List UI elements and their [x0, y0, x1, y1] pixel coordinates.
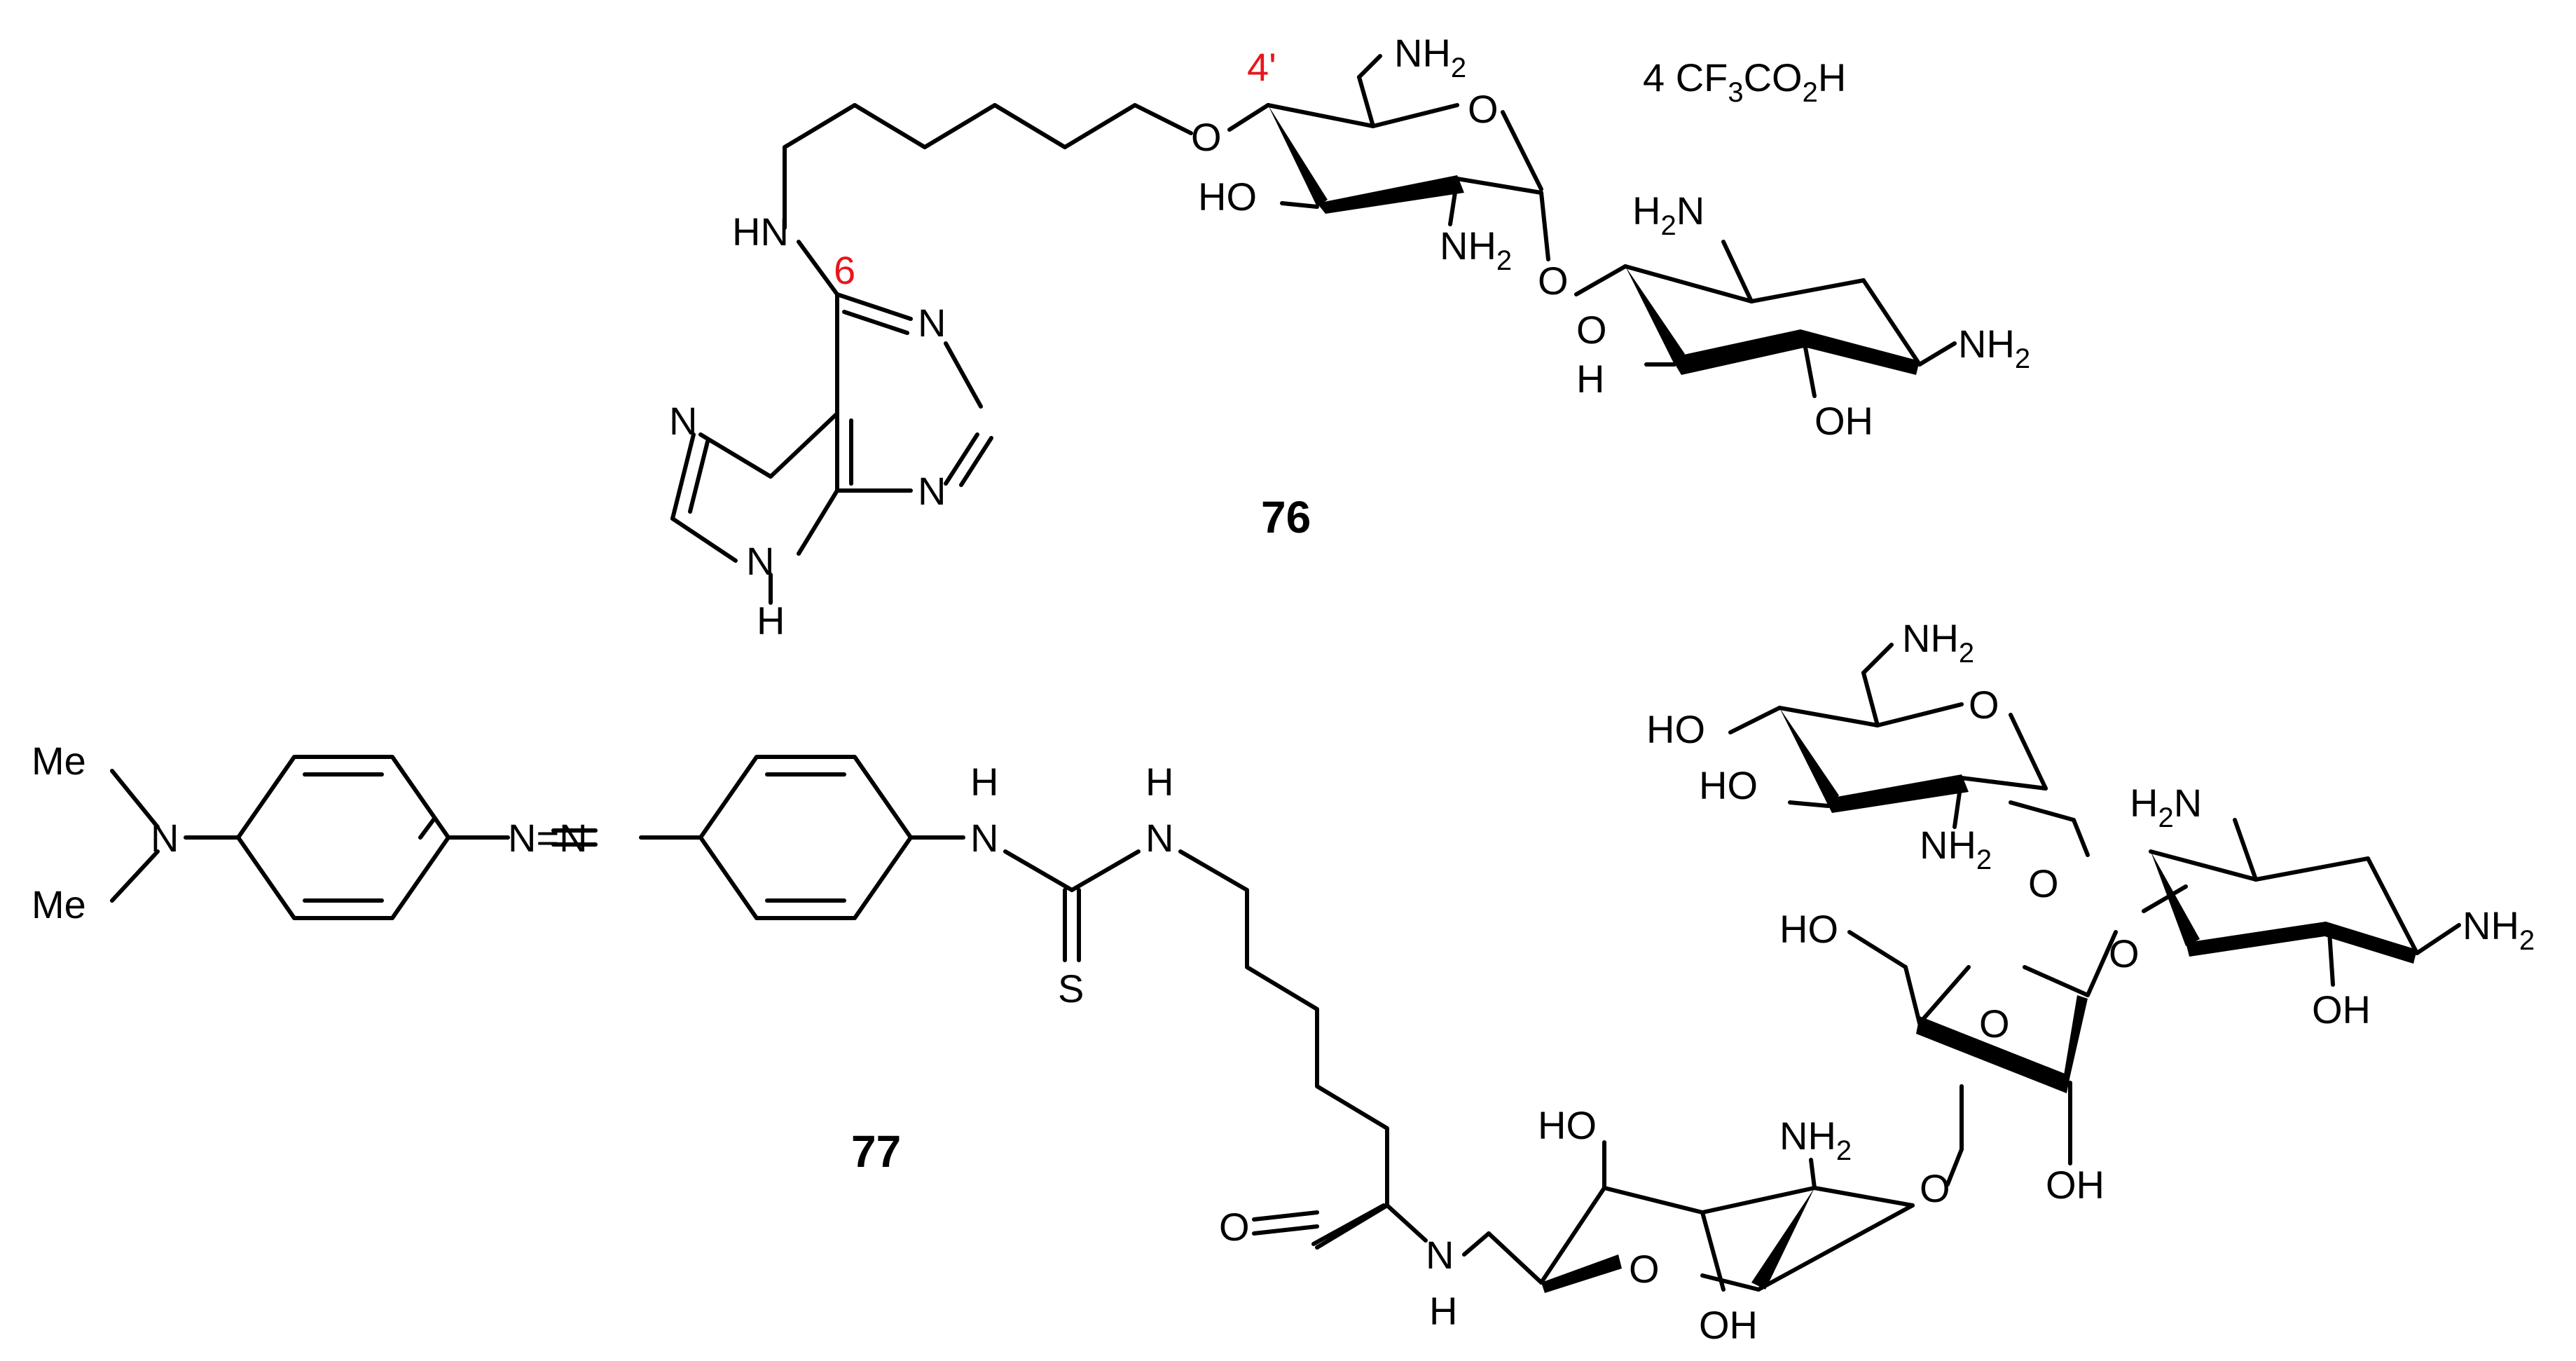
label-me-bottom: Me	[32, 882, 86, 926]
label-o-left: O	[1576, 308, 1607, 352]
label-o-glyco-top: O	[2028, 861, 2059, 905]
label-oh-bottom: OH	[1699, 1303, 1758, 1347]
label-ho-sugar: HO	[1198, 175, 1257, 219]
label-o-link-lower: O	[1920, 1166, 1950, 1210]
label-o-glyco: O	[1538, 259, 1569, 303]
label-me-top: Me	[32, 739, 86, 783]
label-o-lower: O	[1629, 1247, 1660, 1291]
compound-76-labels: NH2 4' O O HO NH2 O H2N NH2 O H OH HN 6 …	[669, 31, 2030, 643]
label-nh2-sugar-top: NH2	[1902, 616, 1974, 669]
label-nh-amide-n: N	[1426, 1233, 1454, 1277]
label-position-6: 6	[834, 248, 855, 292]
label-ho-ribose: HO	[1779, 907, 1838, 951]
label-oh-lower: HO	[1538, 1103, 1597, 1147]
label-o-link: O	[1191, 115, 1222, 159]
label-nh-right-n: N	[1145, 816, 1173, 860]
compound-77-labels: Me Me N N=N H N H N S 77 O N H NH2 HO HO…	[32, 616, 2535, 1347]
label-nh2-sugar: NH2	[1440, 224, 1512, 276]
label-s: S	[1058, 966, 1084, 1011]
label-h2n-ring: H2N	[1632, 189, 1704, 241]
label-ho-1: HO	[1646, 707, 1705, 751]
label-azo: N=N	[508, 816, 588, 860]
salt-label: 4 CF3CO2H	[1643, 55, 1846, 108]
label-nh2-ring: NH2	[2463, 903, 2535, 956]
label-n7: N	[669, 399, 697, 443]
label-nh2-2: NH2	[1920, 823, 1992, 875]
label-o-ring-top: O	[1969, 683, 1999, 727]
label-nh-left-n: N	[970, 816, 998, 860]
label-h-left: H	[1576, 357, 1604, 401]
compound-77	[110, 643, 2461, 1293]
label-nh2-ring: NH2	[1958, 322, 2030, 374]
label-ho-2: HO	[1699, 763, 1758, 807]
label-n9: N	[746, 539, 774, 583]
label-o-link-ribose: O	[2109, 931, 2140, 976]
label-nh-amide-h: H	[1429, 1289, 1457, 1333]
label-o-ring: O	[1468, 87, 1499, 131]
label-h2n-ring: H2N	[2130, 781, 2202, 833]
label-nh-left-h: H	[970, 760, 998, 804]
label-hn-link: HN	[732, 210, 789, 254]
label-o-ribose: O	[1979, 1001, 2010, 1046]
compound-76	[670, 54, 1957, 605]
label-n-dimethyl: N	[151, 816, 179, 860]
label-nh2-lower: NH2	[1779, 1114, 1852, 1166]
label-nh2-top: NH2	[1394, 31, 1466, 83]
label-oh-bottom: OH	[1814, 399, 1873, 443]
compound-number-76: 76	[1261, 492, 1311, 542]
label-o-carbonyl: O	[1219, 1205, 1250, 1249]
label-n3: N	[918, 469, 946, 513]
label-nh-right-h: H	[1145, 760, 1173, 804]
label-oh-ribose: OH	[2046, 1163, 2105, 1207]
label-position-4prime: 4'	[1247, 45, 1276, 89]
label-n1: N	[918, 301, 946, 345]
label-n9-h: H	[757, 599, 785, 643]
label-oh-ring: OH	[2312, 987, 2371, 1032]
compound-number-77: 77	[851, 1126, 901, 1177]
